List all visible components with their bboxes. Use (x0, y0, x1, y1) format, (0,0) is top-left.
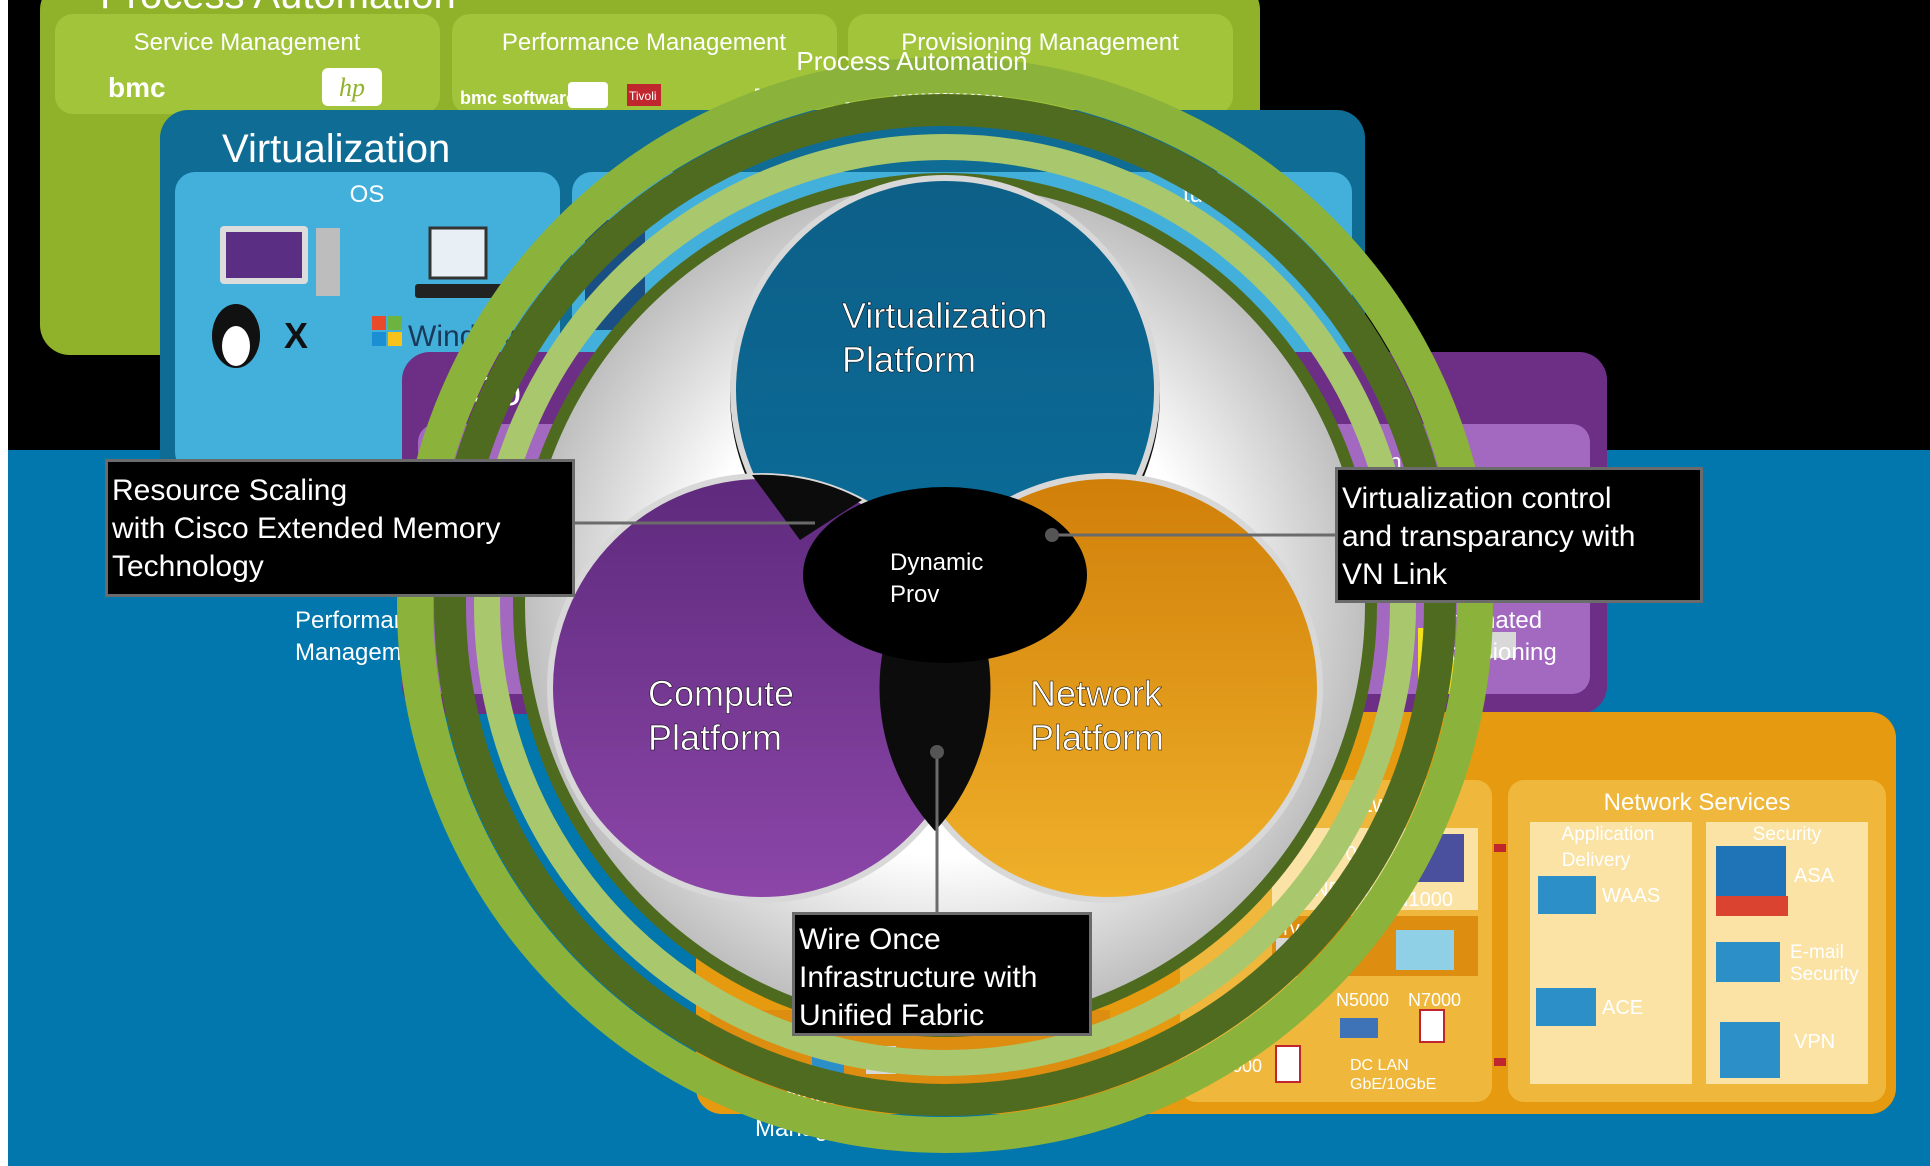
performance-management-title: Performance Management (502, 29, 786, 56)
n7000-bottom-label: N7000 (1408, 990, 1461, 1010)
unified-fabric-dot (930, 745, 944, 759)
virtualization-title: Virtualization (222, 127, 450, 171)
vn-link-dot (1045, 528, 1059, 542)
wire-once-line-1: Wire Once (799, 923, 941, 956)
keyboard-icon (415, 284, 505, 298)
virtualization-platform-label-2: Platform (842, 339, 976, 380)
application-delivery-label-2: Delivery (1562, 850, 1631, 871)
hp-logo-small (568, 82, 608, 108)
network-platform-label-2: Platform (1030, 717, 1164, 758)
server-blade-icon (1396, 930, 1454, 970)
virtualization-control-line-2: and transparancy with (1342, 520, 1636, 553)
process-automation-ring-title: Process Automation (796, 46, 1027, 76)
network-platform-label-1: Network (1030, 673, 1163, 714)
resource-scaling-line-3: Technology (112, 550, 264, 583)
email-security-label-2: Security (1790, 964, 1859, 985)
bmc-logo: bmc (108, 72, 166, 103)
os-x-label: X (284, 315, 308, 356)
mac-tower-icon (316, 228, 340, 296)
gbe-label: GbE/10GbE (1350, 1076, 1436, 1093)
waas-icon (1538, 876, 1596, 914)
application-delivery-label-1: Application (1562, 824, 1655, 845)
bmcsoftware-logo: bmc software (460, 88, 576, 108)
email-security-icon (1716, 942, 1780, 982)
dynamic-prov-label-2: Prov (890, 581, 939, 608)
wire-once-callout: Wire Once Infrastructure with Unified Fa… (792, 912, 1092, 1036)
service-management-title: Service Management (134, 29, 361, 56)
hp-logo (322, 68, 382, 106)
vpn-icon (1720, 1022, 1780, 1078)
windows-monitor-icon (428, 226, 488, 280)
tivoli-logo (627, 84, 661, 106)
compute-platform-label-2: Platform (648, 717, 782, 758)
dynamic-prov-label-1: Dynamic (890, 549, 983, 576)
wire-once-line-3: Unified Fabric (799, 999, 985, 1032)
application-delivery-box (1530, 822, 1692, 1084)
resource-scaling-callout: Resource Scaling with Cisco Extended Mem… (105, 459, 575, 597)
resource-scaling-line-2: with Cisco Extended Memory (112, 512, 501, 545)
dark-green-ring (434, 94, 1456, 1116)
svg-text:Tivoli: Tivoli (629, 89, 657, 103)
n7000-switch-icon-2 (1275, 1045, 1301, 1083)
vpn-label: VPN (1794, 1031, 1835, 1053)
n5000-bottom-label: N5000 (1336, 990, 1389, 1010)
process-automation-title: Process Automation (100, 0, 456, 17)
network-services-title: Network Services (1604, 789, 1791, 816)
outer-green-ring (397, 57, 1493, 1153)
email-security-label-1: E-mail (1790, 942, 1844, 963)
provisioning-management-title: Provisioning Management (901, 29, 1179, 56)
ace-label: ACE (1602, 997, 1643, 1019)
compute-platform-label-1: Compute (648, 673, 794, 714)
wire-once-line-2: Infrastructure with (799, 961, 1038, 994)
dynamic-prov-ellipse (803, 487, 1087, 663)
dc-lan-label: DC LAN (1350, 1057, 1409, 1074)
waas-label: WAAS (1602, 885, 1660, 907)
os-title: OS (350, 181, 385, 208)
resource-scaling-line-1: Resource Scaling (112, 474, 348, 507)
virtualization-control-line-1: Virtualization control (1342, 482, 1612, 515)
virtualization-control-line-3: VN Link (1342, 558, 1448, 591)
windows-logo-icon (372, 316, 386, 330)
virtualization-platform-label-1: Virtualization (842, 295, 1047, 336)
ace-icon (1536, 988, 1596, 1026)
light-green-ring (474, 134, 1416, 1076)
n5000-switch-icon (1340, 1018, 1378, 1038)
asa-label: ASA (1794, 865, 1835, 887)
virtualization-control-callout: Virtualization control and transparancy … (1335, 467, 1703, 603)
n7000-switch-icon (1419, 1009, 1445, 1043)
svg-text:hp: hp (339, 73, 365, 102)
security-title: Security (1753, 824, 1822, 845)
performance-management-panel (452, 14, 837, 114)
